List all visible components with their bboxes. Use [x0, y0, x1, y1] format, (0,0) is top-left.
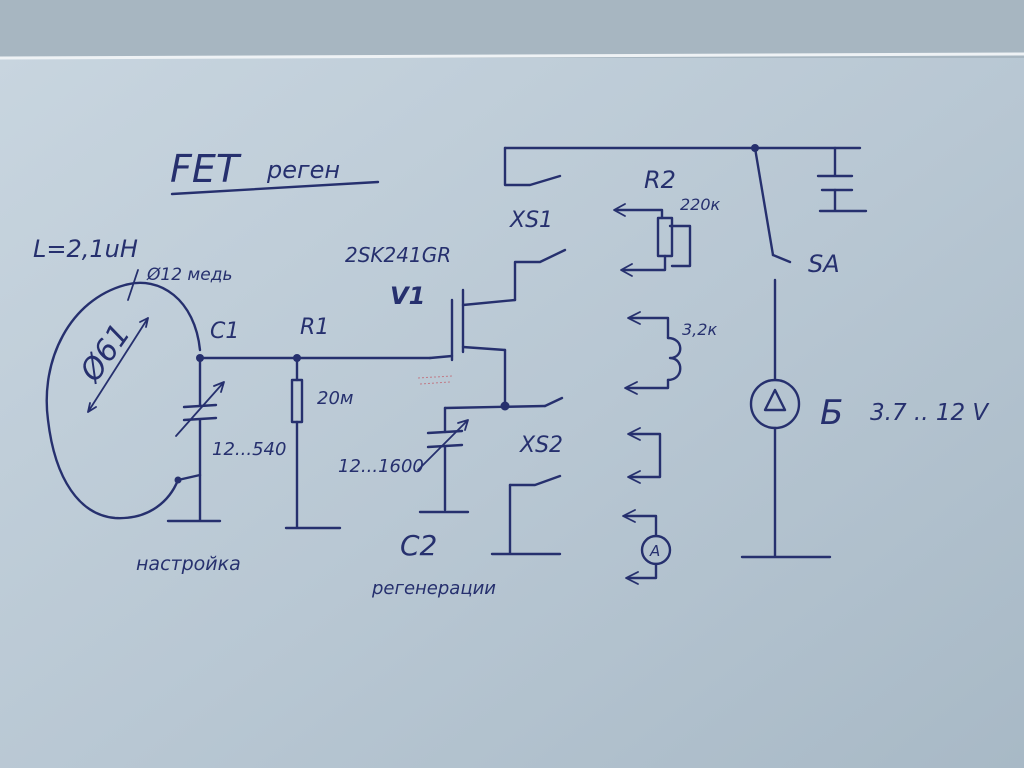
sa-label: SA [808, 250, 840, 278]
wire-pointer [127, 269, 139, 301]
board-frame-top [0, 0, 1024, 58]
c1-range: 12...540 [212, 439, 286, 460]
r2-value: 220к [680, 195, 721, 214]
capacitor-c1: C1 12...540 настройка [136, 319, 286, 575]
coil-plug-value: 3,2к [682, 320, 717, 339]
title-underline [170, 180, 380, 196]
resistor-r1: R1 20м [198, 315, 432, 530]
plug-r2: R2 220к [613, 166, 721, 277]
jack-xs1: XS1 [503, 146, 567, 302]
c2-range: 12...1600 [338, 456, 424, 477]
red-mark [417, 375, 453, 385]
coil-tap [176, 473, 202, 482]
battery-range: 3.7 .. 12 V [870, 400, 990, 426]
junctions [174, 144, 759, 484]
capacitor-c2: 12...1600 C2 регенерации [338, 404, 547, 599]
board-frame-edge [0, 52, 1024, 60]
v1-ref: V1 [390, 282, 425, 310]
plug-ammeter: A [622, 509, 672, 585]
switch-sa: SA [753, 146, 840, 382]
r2-ref: R2 [644, 166, 676, 194]
coil-inductance: L=2,1uH [33, 235, 138, 263]
title-regen: реген [266, 156, 340, 184]
title-group: FET реген [170, 147, 380, 196]
meter-symbol: A [649, 542, 660, 560]
battery-source: Б 3.7 .. 12 V [740, 378, 990, 559]
r1-value: 20м [317, 388, 353, 409]
r1-ref: R1 [300, 315, 329, 340]
c2-ref: C2 [400, 529, 437, 562]
jack-xs2: XS2 [490, 396, 564, 556]
supply-rail [503, 146, 868, 213]
title-fet: FET [170, 147, 242, 191]
plug-coil: 3,2к [624, 311, 717, 395]
xs2-label: XS2 [519, 433, 563, 458]
plug-short [627, 427, 662, 484]
battery-symbol: Б [820, 393, 843, 433]
coil-wire: Ø12 медь [146, 265, 232, 285]
c1-caption: настройка [136, 553, 241, 575]
transistor-v1: V1 2SK241GR [345, 243, 517, 408]
c1-ref: C1 [210, 319, 239, 344]
c2-caption: регенерации [371, 578, 496, 599]
xs1-label: XS1 [509, 208, 553, 233]
v1-part: 2SK241GR [345, 243, 451, 267]
